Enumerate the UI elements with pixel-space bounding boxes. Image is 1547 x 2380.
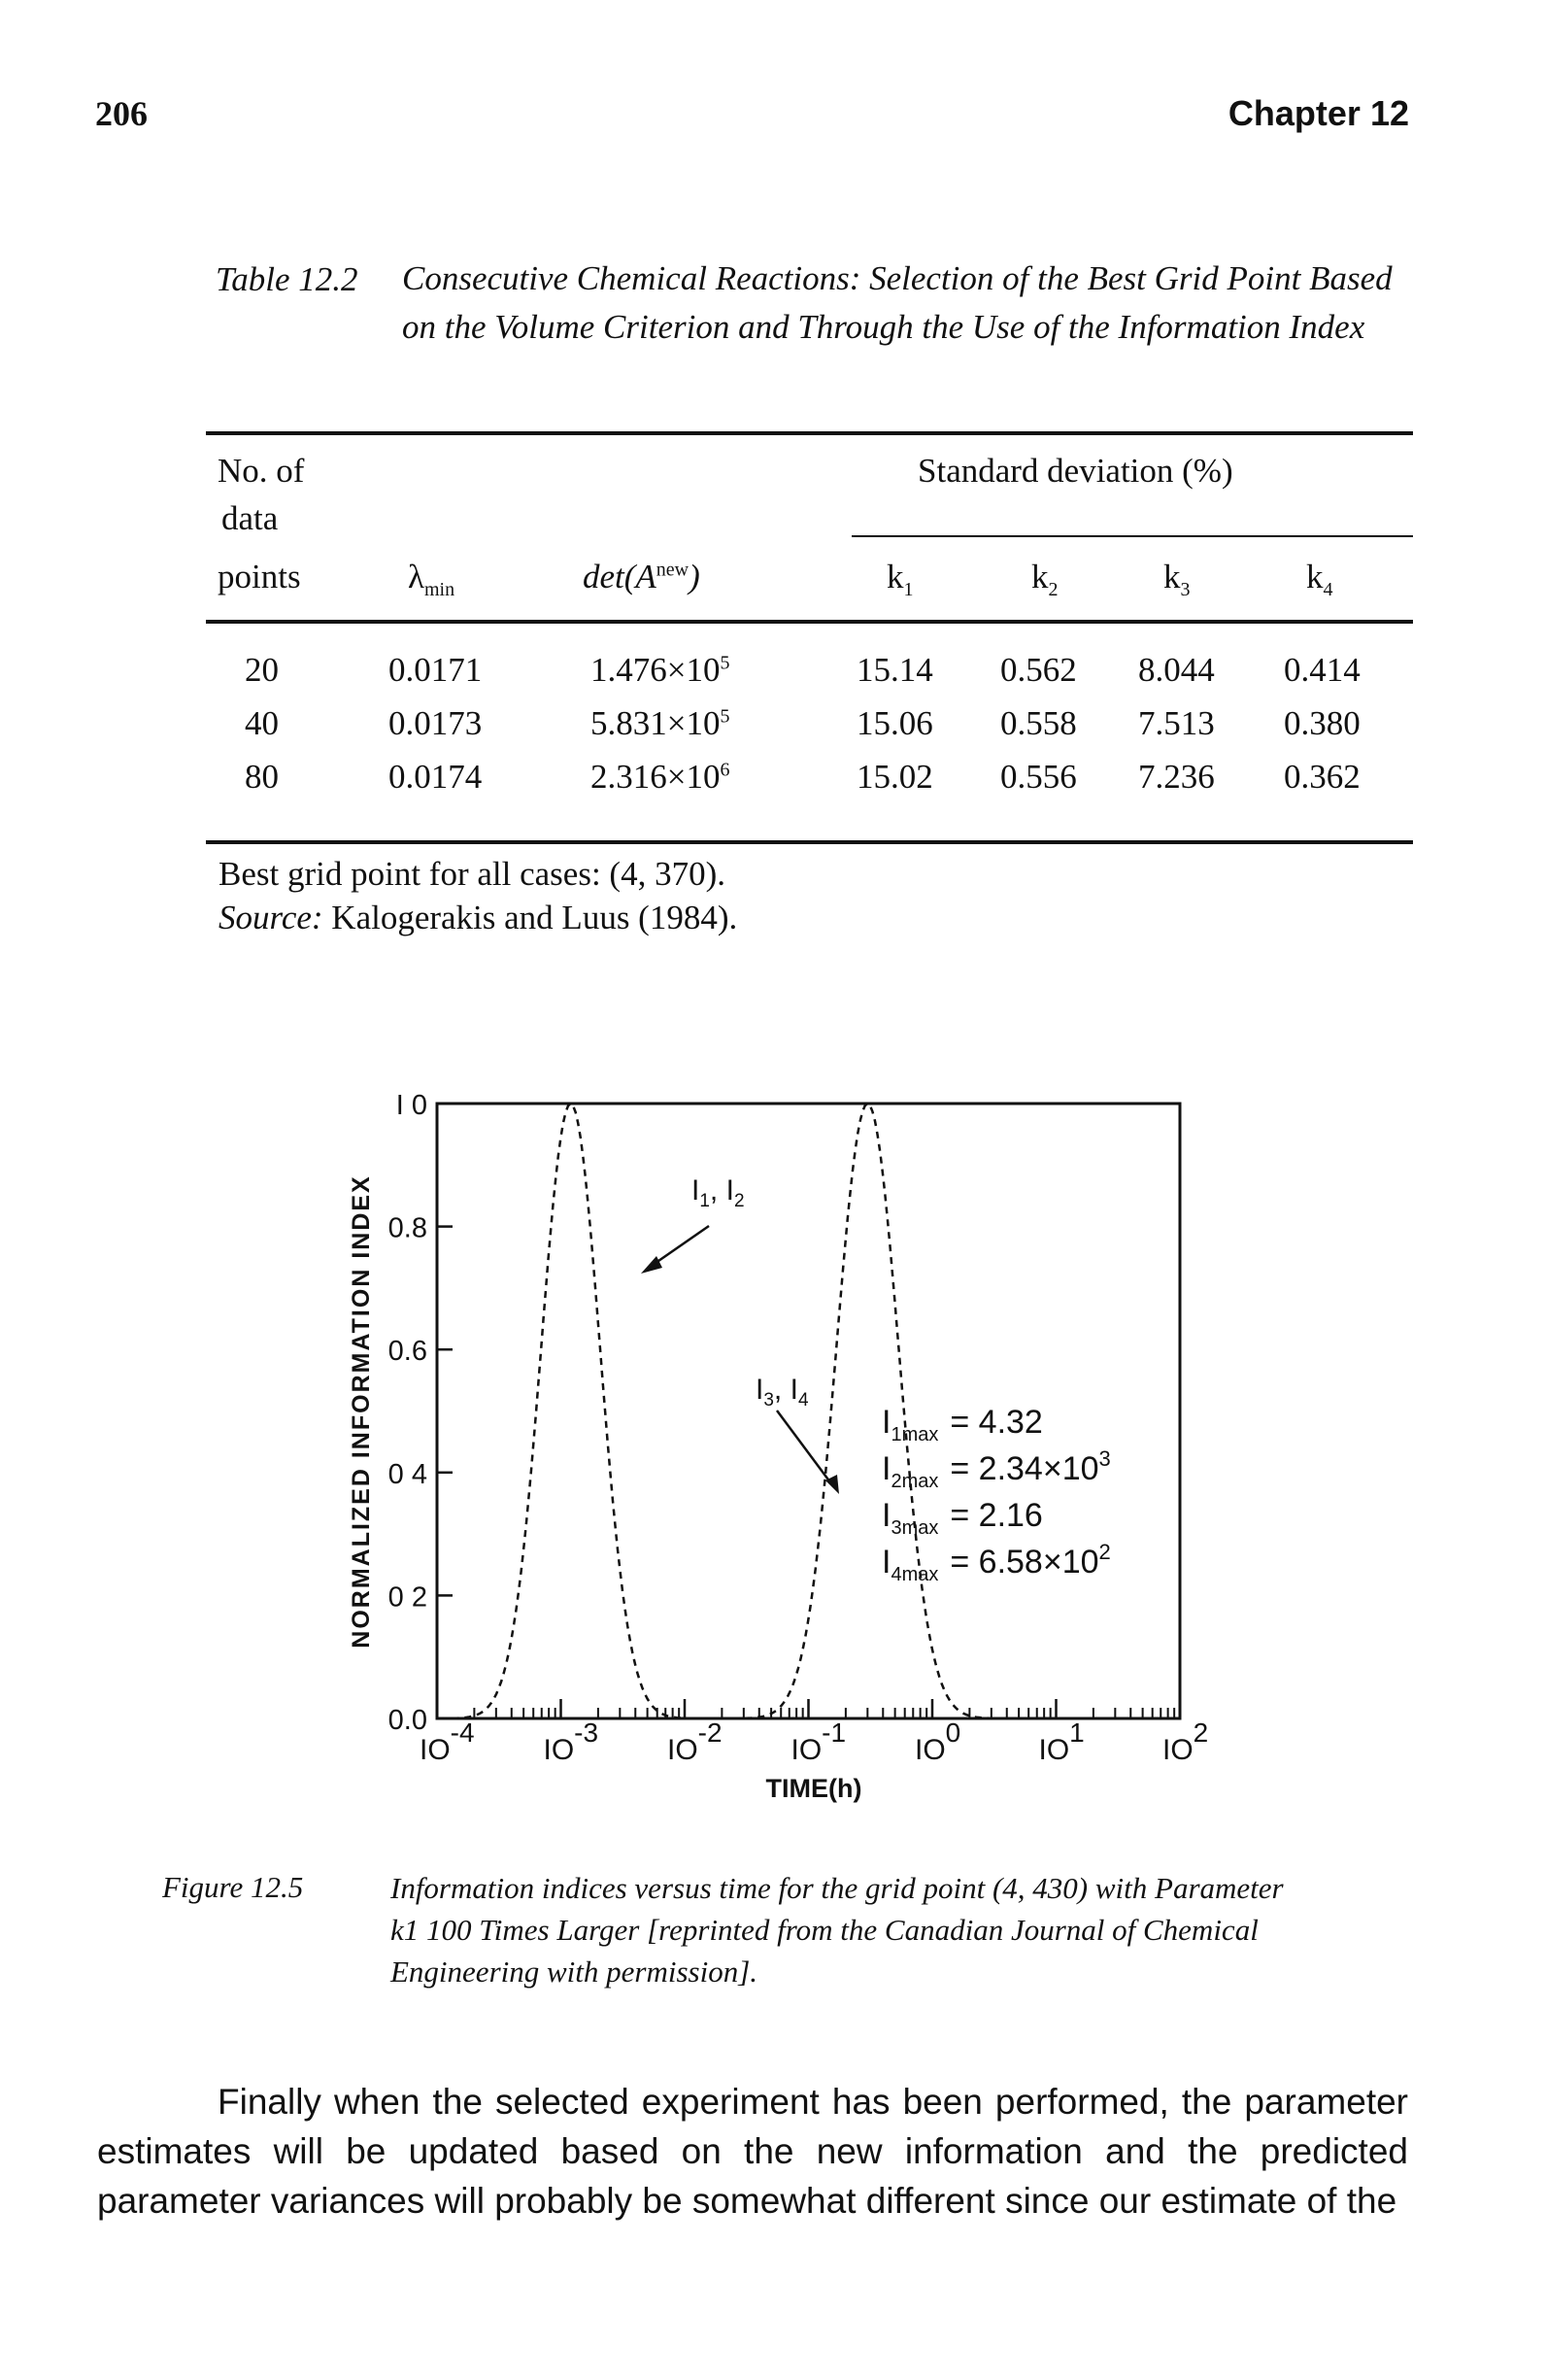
y-tick-label: 0.8 xyxy=(388,1213,427,1244)
cell-k1: 15.06 xyxy=(857,704,933,742)
x-tick-label: IO-3 xyxy=(544,1717,599,1766)
y-axis-label: NORMALIZED INFORMATION INDEX xyxy=(348,1174,375,1648)
header-no-of: No. of xyxy=(218,452,305,490)
y-tick-label: 0.0 xyxy=(388,1705,427,1736)
header-standard-deviation: Standard deviation (%) xyxy=(918,452,1233,490)
x-tick-label: IO0 xyxy=(915,1717,960,1766)
table-top-rule xyxy=(206,431,1413,435)
x-tick-label: IO2 xyxy=(1162,1717,1208,1766)
det-prefix: det(A xyxy=(583,558,656,595)
chapter-heading: Chapter 12 xyxy=(1228,93,1409,133)
figure-label: Figure 12.5 xyxy=(162,1870,304,1904)
cell-k4: 0.380 xyxy=(1284,704,1361,742)
cell-points: 20 xyxy=(245,651,279,689)
max-value-i1: I1max= 4.32 xyxy=(882,1404,1043,1445)
max-value-i4: I4max= 6.58×102 xyxy=(882,1540,1111,1585)
cell-k1: 15.02 xyxy=(857,758,933,796)
header-k4: k4 xyxy=(1306,558,1333,600)
plot-frame xyxy=(435,1102,1182,1720)
cell-k4: 0.362 xyxy=(1284,758,1361,796)
header-lambda: λmin xyxy=(408,558,454,601)
cell-k3: 8.044 xyxy=(1138,651,1215,689)
y-tick-label: 0 4 xyxy=(388,1459,427,1490)
cell-k2: 0.556 xyxy=(1000,758,1077,796)
cell-k3: 7.236 xyxy=(1138,758,1215,796)
det-suffix: ) xyxy=(689,558,700,595)
header-det: det(Anew) xyxy=(583,558,700,596)
det-superscript: new xyxy=(656,559,689,581)
header-data: data xyxy=(221,499,279,537)
lambda-subscript: min xyxy=(423,579,455,600)
series-label-i3-i4: I3, I4 xyxy=(756,1374,809,1411)
cell-points: 40 xyxy=(245,704,279,742)
max-value-i2: I2max= 2.34×103 xyxy=(882,1446,1111,1492)
header-points: points xyxy=(218,558,301,595)
figure-caption: Information indices versus time for the … xyxy=(390,1871,1284,1989)
cell-k1: 15.14 xyxy=(857,651,933,689)
source-text: Kalogerakis and Luus (1984). xyxy=(331,899,738,936)
table-title: Consecutive Chemical Reactions: Selectio… xyxy=(402,259,1393,346)
pointer-arrow-i3-i4 xyxy=(775,1410,835,1487)
lambda-symbol: λ xyxy=(408,558,424,595)
table-note-source: Source: Kalogerakis and Luus (1984). xyxy=(219,899,737,937)
header-k2: k2 xyxy=(1031,558,1059,600)
max-values-annotation: I1max= 4.32 I2max= 2.34×103 I3max= 2.16 … xyxy=(882,1404,1111,1585)
standard-deviation-rule xyxy=(852,535,1413,537)
source-label: Source: xyxy=(219,899,323,936)
cell-lambda: 0.0174 xyxy=(388,758,483,796)
x-axis-ticks: IO-4 IO-3 IO-2 IO-1 IO0 IO1 IO2 xyxy=(420,1699,1208,1766)
x-tick-label: IO-1 xyxy=(791,1717,847,1766)
y-tick-label: 0 2 xyxy=(388,1581,427,1613)
cell-k2: 0.558 xyxy=(1000,704,1077,742)
cell-lambda: 0.0171 xyxy=(388,651,483,689)
cell-k3: 7.513 xyxy=(1138,704,1215,742)
information-index-chart: 0.00 20 40.60.8I 0 IO-4IO-3IO-2IO-1IO0IO… xyxy=(348,1090,1208,1803)
x-tick-label: IO-2 xyxy=(667,1717,723,1766)
cell-det: 1.476×105 xyxy=(590,651,730,689)
series-layer xyxy=(439,1102,1066,1720)
x-tick-label: IO1 xyxy=(1039,1717,1085,1766)
header-k3: k3 xyxy=(1163,558,1191,600)
cell-k4: 0.414 xyxy=(1284,651,1361,689)
cell-lambda: 0.0173 xyxy=(388,704,483,742)
cell-det: 5.831×105 xyxy=(590,704,730,742)
y-tick-label: 0.6 xyxy=(388,1336,427,1367)
table-label: Table 12.2 xyxy=(216,260,358,298)
x-tick-label: IO-4 xyxy=(420,1717,475,1766)
max-value-i3: I3max= 2.16 xyxy=(882,1497,1043,1539)
table-header-rule xyxy=(206,620,1413,624)
table-note-best-grid-point: Best grid point for all cases: (4, 370). xyxy=(219,855,725,893)
cell-points: 80 xyxy=(245,758,279,796)
body-paragraph: Finally when the selected experiment has… xyxy=(97,2082,1408,2221)
cell-det: 2.316×106 xyxy=(590,758,730,796)
table-bottom-rule xyxy=(206,840,1413,844)
pointer-arrowhead-i3-i4 xyxy=(825,1475,839,1494)
cell-k2: 0.562 xyxy=(1000,651,1077,689)
series-label-i1-i2: I1, I2 xyxy=(691,1174,745,1211)
series-line-i3-i4 xyxy=(669,1102,1066,1720)
page-number: 206 xyxy=(95,94,148,133)
pointer-arrowhead-i1-i2 xyxy=(641,1256,662,1274)
y-axis-ticks: 0.0 0 2 0 4 0.6 0.8 I 0 xyxy=(388,1090,453,1736)
y-tick-label: I 0 xyxy=(396,1090,427,1121)
x-axis-label: TIME(h) xyxy=(766,1774,862,1803)
header-k1: k1 xyxy=(887,558,914,600)
